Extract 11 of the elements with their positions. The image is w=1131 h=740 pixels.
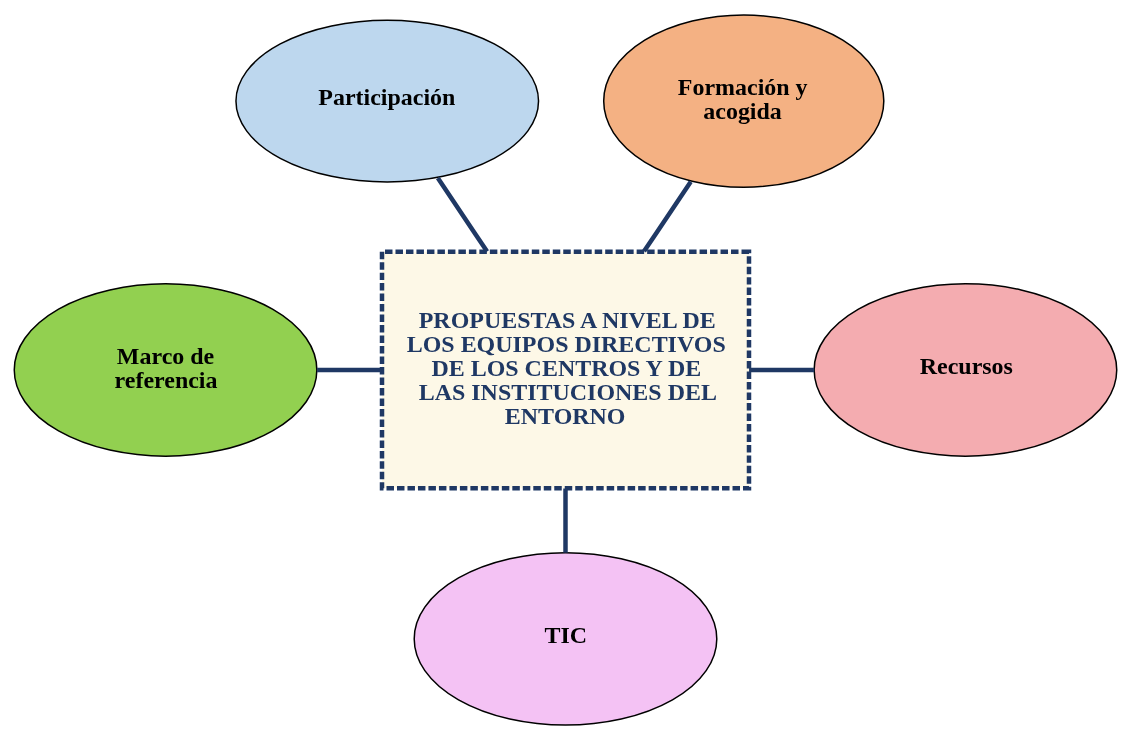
node-ellipse: Marco de referencia bbox=[13, 283, 318, 457]
connector bbox=[563, 488, 568, 553]
connector bbox=[436, 176, 489, 253]
connector bbox=[749, 367, 815, 373]
connector bbox=[642, 180, 693, 253]
node-box: PROPUESTAS A NIVEL DE LOS EQUIPOS DIRECTIVOS DE LOS CENTROS Y DE LAS INSTITUCIONES DEL ENTORNO bbox=[379, 249, 752, 491]
node-ellipse: TIC bbox=[413, 552, 718, 726]
node-ellipse: Formación y acogida bbox=[602, 14, 885, 188]
node-ellipse: Recursos bbox=[813, 283, 1118, 457]
connector bbox=[317, 367, 382, 373]
node-ellipse: Participación bbox=[235, 19, 540, 183]
